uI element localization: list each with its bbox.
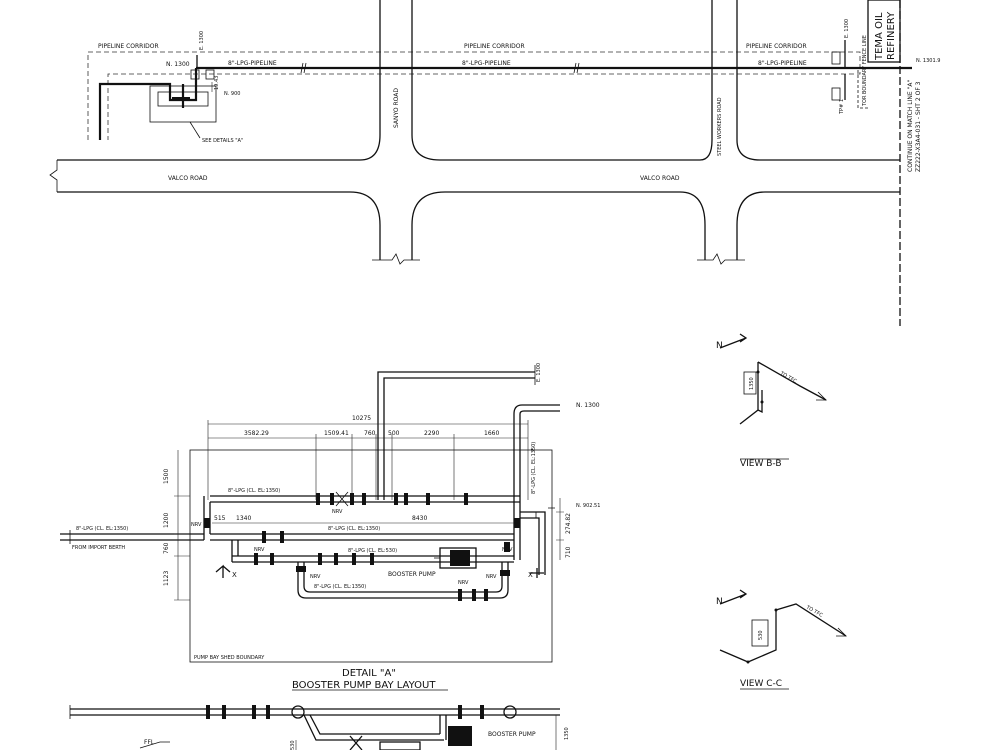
corridor-label-mid: PIPELINE CORRIDOR: [464, 43, 525, 50]
mid-header-pipe: [210, 533, 514, 541]
tema-oil-label: TEMA OIL: [874, 12, 885, 61]
offtake-pipe: [98, 68, 198, 140]
elevation-ffl: FFL: [144, 739, 155, 746]
dim-1509-41: 1509.41: [324, 430, 349, 437]
see-details-a: SEE DETAILS "A": [202, 138, 243, 144]
pump-bay-shed-boundary-label: PUMP BAY SHED BOUNDARY: [194, 655, 265, 661]
pipe-label-mid: 8"-LPG (CL. EL:1350): [328, 526, 380, 532]
valco-road-label-left: VALCO ROAD: [168, 175, 208, 182]
dim-1123: 1123: [163, 571, 170, 586]
detail-a-callout-box: [149, 85, 217, 123]
section-x-right: X: [528, 571, 533, 579]
steel-workers-road-label: STEEL WORKERS ROAD: [717, 97, 723, 156]
from-import-berth: FROM IMPORT BERTH: [72, 545, 125, 551]
elevation-dim-1350: 1350: [564, 727, 570, 740]
pipe-label-bottom: 8"-LPG (CL. EL:1350): [314, 584, 366, 590]
pipeline-label-left: 8"-LPG-PIPELINE: [228, 60, 277, 67]
dim-1500: 1500: [163, 469, 170, 484]
bottom-bypass-pipe: [297, 562, 509, 599]
pipe-label-low: 8"-LPG (CL. EL:530): [348, 548, 397, 554]
view-cc-title: VIEW C-C: [740, 679, 782, 689]
dimension-lines-right: [556, 498, 564, 560]
tp-1-label: TP# 1: [839, 99, 845, 115]
pump-bay-elevation: [69, 705, 560, 750]
dim-1340: 1340: [236, 515, 251, 522]
pipe-label-vertical: 8"-LPG (CL. EL:1350): [531, 442, 537, 494]
valve-set-bottom: [458, 589, 488, 601]
dim-1660: 1660: [484, 430, 499, 437]
northing-902-51: N. 902.51: [576, 503, 600, 509]
pipeline-label-mid: 8"-LPG-PIPELINE: [462, 60, 511, 67]
view-bb-isometric: [719, 333, 827, 460]
nrv-label-3: NRV: [254, 547, 265, 553]
dim-760-left: 760: [163, 542, 170, 554]
corridor-label-right: PIPELINE CORRIDOR: [746, 43, 807, 50]
tema-oil-refinery-box: [867, 0, 901, 63]
detail-a-northing-1300: N. 1300: [576, 402, 600, 409]
right-vertical-pipe: [513, 414, 521, 560]
nrv-label-7: NRV: [458, 580, 469, 586]
section-marker-left: [215, 564, 231, 578]
dim-500: 500: [388, 430, 400, 437]
view-cc-elevation: 530: [758, 630, 764, 640]
dim-710: 710: [565, 546, 572, 558]
pipe-label-top: 8"-LPG (CL. EL:1350): [228, 488, 280, 494]
refinery-label: REFINERY: [886, 11, 897, 60]
dim-8430: 8430: [412, 515, 427, 522]
inlet-pipe: [60, 533, 204, 541]
dim-1200: 1200: [163, 513, 170, 528]
detail-a-subtitle: BOOSTER PUMP BAY LAYOUT: [292, 680, 436, 691]
northing-900: N. 900: [224, 91, 240, 97]
match-line-label-1: CONTINUE ON MATCH LINE "A": [907, 80, 914, 172]
dim-274-82: 274.82: [565, 513, 572, 534]
valco-road-south-edge: [57, 191, 381, 260]
valve-set-mid: [204, 518, 520, 543]
section-x-left: X: [232, 571, 237, 579]
detail-a-title: DETAIL "A": [342, 668, 396, 679]
dimension-lines-top: [207, 420, 529, 500]
nrv-label-4: NRV: [310, 574, 321, 580]
nrv-label-6: NRV: [502, 547, 513, 553]
riser-pipe: [377, 371, 535, 500]
nrv-label-5: NRV: [486, 574, 497, 580]
northing-1300: N. 1300: [166, 61, 190, 68]
detail-a-easting-1300: E. 1300: [536, 363, 542, 382]
dim-3582-29: 3582.29: [244, 430, 269, 437]
view-bb-north: N: [716, 341, 723, 351]
view-cc-isometric: [719, 589, 847, 690]
pipeline-label-right: 8"-LPG-PIPELINE: [758, 60, 807, 67]
northing-1301-9: N. 1301.9: [916, 58, 940, 64]
dim-515: 515: [214, 515, 226, 522]
view-bb-title: VIEW B-B: [740, 459, 782, 469]
section-marker-right: [530, 568, 544, 578]
site-plan: [49, 0, 912, 326]
valco-road-label-right: VALCO ROAD: [640, 175, 680, 182]
dim-19-43: 19.43: [214, 76, 220, 90]
dim-760-top: 760: [364, 430, 376, 437]
nrv-label-2: NRV: [332, 509, 343, 515]
view-bb-to-label: TO TFC: [778, 370, 798, 385]
booster-pump-label: BOOSTER PUMP: [388, 571, 436, 578]
dim-2290: 2290: [424, 430, 439, 437]
easting-1300-right: E. 1300: [844, 19, 850, 38]
nrv-label-1: NRV: [191, 522, 202, 528]
fence-line: [857, 70, 868, 109]
detail-a-layout: [60, 365, 564, 691]
valco-road-north-edge: [57, 0, 381, 161]
dimension-lines-left: [174, 450, 190, 601]
sanyo-road-label: SANYO ROAD: [393, 88, 400, 128]
fence-line-label: TOR BOUNDARY FENCE LINE: [862, 35, 868, 107]
dim-total-10275: 10275: [352, 415, 371, 422]
elevation-booster-pump: BOOSTER PUMP: [488, 731, 536, 738]
inlet-pipe-label: 8"-LPG (CL. EL:1350): [76, 526, 128, 532]
elevation-dim-530: 530: [290, 740, 296, 750]
easting-1300-left: E. 1300: [199, 31, 205, 50]
match-line-label-2: ZZ222-X3A4-031 - SHT 2 OF 3: [915, 81, 922, 172]
view-cc-north: N: [716, 597, 723, 607]
view-bb-elevation: 1350: [749, 377, 755, 390]
valve-set-low: [254, 542, 510, 576]
corridor-label-left: PIPELINE CORRIDOR: [98, 43, 159, 50]
booster-pump-symbol: [434, 547, 477, 569]
